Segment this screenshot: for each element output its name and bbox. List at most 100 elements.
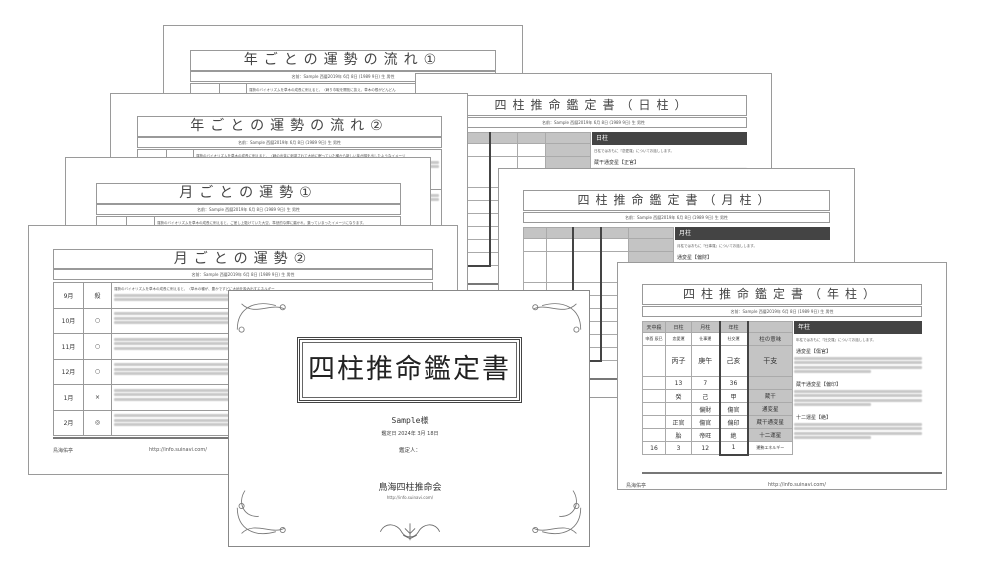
pillar-table-header: 天中殺日柱月柱年柱: [642, 321, 793, 333]
footer-author: 鳥海佑亭: [53, 448, 74, 454]
pillar-cell: [489, 143, 518, 157]
row-label: [545, 143, 591, 157]
row-label: 十二運星: [747, 428, 793, 442]
row-label: [747, 376, 793, 390]
column-header: [489, 132, 518, 144]
sheet-title: 四柱推命鑑定書（月柱）: [523, 190, 830, 211]
ornament-bottom-right-icon: [532, 490, 582, 534]
ornament-top-left-icon: [236, 303, 286, 333]
panel-intro: 月柱ではおもに『仕事運』についてお話しします。: [677, 244, 757, 248]
pillar-cell: 偏印: [718, 415, 749, 429]
pillar-cell: 12: [691, 441, 720, 455]
pillar-cell: [523, 238, 547, 252]
pillar-cell: 傷官: [691, 415, 720, 429]
pillar-cell: 7: [691, 376, 720, 390]
column-header: [628, 227, 674, 239]
month-label: 12月: [53, 358, 84, 385]
pillar-table-header: [523, 227, 674, 239]
pillar-cell: [642, 376, 666, 390]
section-heading: 通変星【傷官】: [796, 349, 832, 355]
column-header: [600, 227, 629, 239]
panel-title: 月柱: [675, 227, 830, 240]
pillar-table-row: 正官傷官偏印蔵干通変星: [642, 415, 793, 429]
name-line: 名前：Sample 西暦2019年 6月 8日 (1989 9日) 生 男性: [53, 269, 433, 280]
pillar-cell: [642, 402, 666, 416]
pillar-table-row: 丙子庚午己亥干支: [642, 345, 793, 377]
sheet-title: 年ごとの運勢の流れ①: [190, 50, 496, 71]
pillar-cell: 13: [665, 376, 692, 390]
pillar-cell: 甲: [718, 389, 749, 403]
column-header: [545, 132, 591, 144]
interpretation-panel: 年柱年柱ではおもに『社交運』についてお話しします。通変星【傷官】蔵干通変星【偏印…: [794, 321, 922, 447]
pillar-cell: [642, 428, 666, 442]
pillar-cell: 正官: [665, 415, 692, 429]
fortune-mark: ◎: [83, 409, 112, 436]
pillar-cell: 1: [718, 441, 749, 456]
column-header: [571, 227, 602, 239]
pillar-cell: [571, 238, 602, 252]
cover-title: 四柱推命鑑定書: [297, 337, 522, 403]
pillar-cell: [642, 389, 666, 403]
sheet-title: 四柱推命鑑定書（日柱）: [440, 95, 747, 116]
name-line: 名前：Sample 西暦2019年 6月 8日 (1989 9日) 生 男性: [96, 204, 401, 215]
fortune-mark: 殺: [83, 282, 112, 309]
column-header: [747, 321, 793, 333]
pillar-cell: 癸: [665, 389, 692, 403]
name-line: 名前：Sample 西暦2019年 6月 8日 (1989 9日) 生 男性: [440, 117, 747, 128]
organization-name: 鳥海四柱推命会: [378, 483, 442, 493]
row-label: 柱の意味: [747, 332, 793, 346]
pillar-cell: [523, 251, 547, 283]
fortune-mark: ○: [83, 358, 112, 385]
pillar-cell: [546, 238, 573, 252]
footer-divider: [642, 472, 942, 474]
month-label: 2月: [53, 409, 84, 436]
pillar-cell: [546, 251, 573, 283]
ornament-top-right-icon: [532, 303, 582, 333]
column-header: 日柱: [665, 321, 692, 333]
section-heading: 蔵干通変星【正官】: [594, 160, 640, 166]
fortune-mark: ○: [83, 307, 112, 334]
pillar-cell: 帝旺: [691, 428, 720, 442]
pillar-cell: 己亥: [718, 345, 749, 377]
pillar-table-row: [440, 143, 591, 157]
panel-intro: 年柱ではおもに『社交運』についてお話しします。: [796, 338, 876, 342]
column-header: 天中殺: [642, 321, 666, 333]
month-label: 11月: [53, 333, 84, 360]
column-header: [546, 227, 573, 239]
sheet-title: 四柱推命鑑定書（年柱）: [642, 284, 922, 305]
section-heading: 蔵干通変星【偏印】: [796, 382, 842, 388]
pillar-cell: 16: [642, 441, 666, 455]
pillar-cell: 絶: [718, 428, 749, 442]
name-line: 名前：Sample 西暦2019年 6月 8日 (1989 9日) 生 男性: [523, 212, 830, 223]
organization-url[interactable]: http://info.suinavi.com/: [386, 495, 434, 500]
pillar-cell: 36: [718, 376, 749, 390]
panel-title: 年柱: [794, 321, 922, 334]
footer-url[interactable]: http://info.suinavi.com/: [149, 447, 207, 453]
pillar-sheet-year: 四柱推命鑑定書（年柱）名前：Sample 西暦2019年 6月 8日 (1989…: [617, 262, 947, 490]
pillar-cell: 傷官: [718, 402, 749, 416]
text-snippet: 運勢のバイオリズムを草木の成長に例えると、〈草木の種が、豊かですどに大地を吸み出…: [114, 287, 275, 291]
row-label: [628, 238, 674, 252]
column-header: [523, 227, 547, 239]
pillar-cell: [665, 402, 692, 416]
pillar-table-row: 胎帝旺絶十二運星: [642, 428, 793, 442]
pillar-cell: 恋愛運: [665, 332, 692, 346]
client-name: Sample様: [391, 416, 429, 425]
footer-author: 鳥海佑亭: [626, 483, 647, 489]
pillar-cell: 3: [665, 441, 692, 455]
pillar-cell: 仕事運: [691, 332, 720, 346]
pillar-cell: [571, 251, 602, 283]
pillar-cell: 庚午: [691, 345, 720, 377]
cover-sheet: 四柱推命鑑定書 Sample様 鑑定日 2024年 3月 18日 鑑定人： 鳥海…: [228, 290, 590, 547]
ornament-bottom-left-icon: [236, 490, 286, 534]
pillar-cell: 社交運: [718, 332, 749, 346]
text-snippet: 運勢のバイオリズムを草木の成長に例えると、ご差し上駈けていた大空、準然的な輝に磨…: [157, 221, 367, 225]
row-label: 干支: [747, 345, 793, 377]
pillar-table-row: 申酉 辰巳恋愛運仕事運社交運柱の意味: [642, 332, 793, 346]
footer-url[interactable]: http://info.suinavi.com/: [768, 482, 826, 488]
month-label: 9月: [53, 282, 84, 309]
name-line: 名前：Sample 西暦2019年 6月 8日 (1989 9日) 生 男性: [642, 306, 922, 317]
